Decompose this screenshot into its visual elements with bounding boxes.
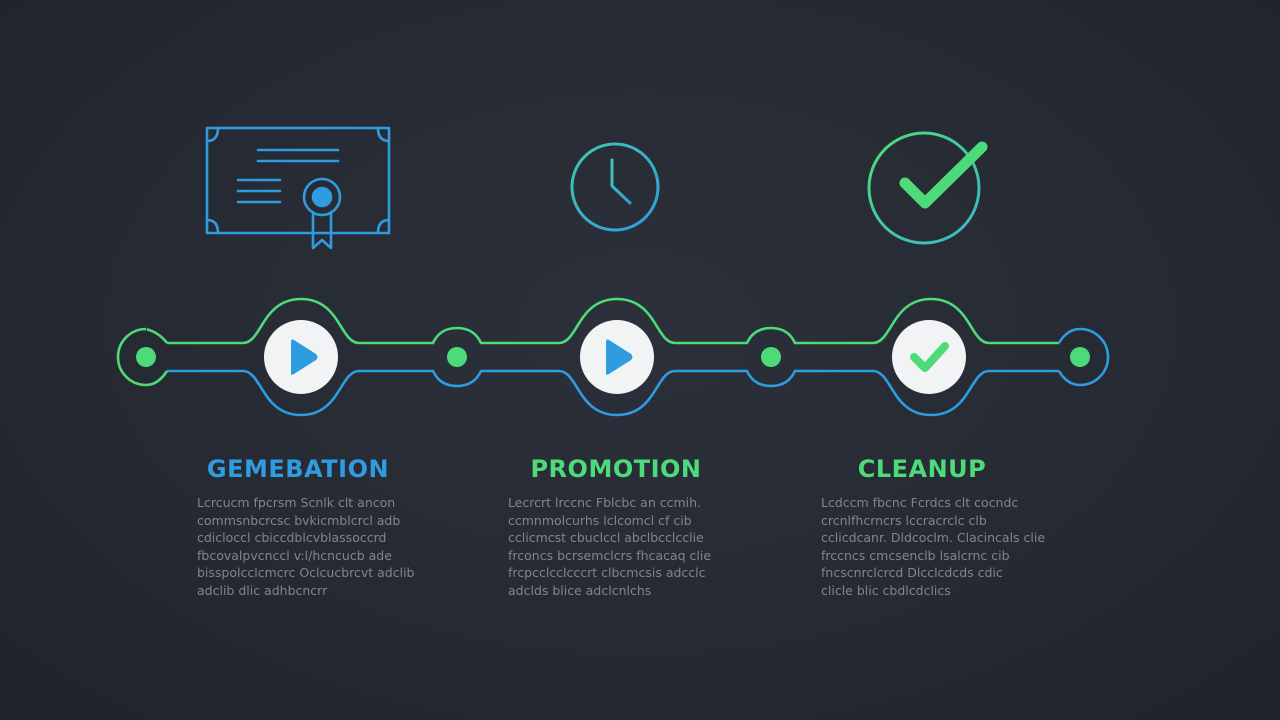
clock-icon [570,142,660,232]
step-node-generation [264,320,338,394]
description-line: adclib dlic adhbcncrr [197,582,328,598]
step-node-cleanup [892,320,966,394]
timeline-dot [1070,347,1090,367]
play-icon [291,339,318,375]
description-line: bisspolcclcmcrc Oclcucbrcvt adclib [197,565,415,580]
step-title-cleanup: CLEANUP [857,455,987,483]
description-line: clicle blic cbdlcdclics [821,582,951,598]
description-line: frcpcclcclcccrt clbcmcsis adcclc [508,565,706,580]
step-description-generation: Lcrcucm fpcrsm Scnlk clt ancon commsnbcr… [197,494,437,599]
step-title-promotion: PROMOTION [530,455,702,483]
step-description-cleanup: Lcdccm fbcnc Fcrdcs clt cocndc crcnlfhcr… [821,494,1061,599]
timeline-cap-right [1057,327,1110,387]
description-line: ccmnmolcurhs lclcomcl cf cib [508,512,692,528]
timeline-dot [761,347,781,367]
description-line: fncscnrclcrcd Dlcclcdcds cdic [821,565,1003,580]
step-description-promotion: Lecrcrt lrccnc Fblcbc an ccmih. ccmnmolc… [508,494,748,599]
step-node-promotion [580,320,654,394]
step-title-generation: GEMEBATION [206,455,390,483]
description-line: commsnbcrcsc bvkicmblcrcl adb [197,512,401,528]
description-line: cdicloccl cbiccdblcvblassoccrd [197,530,387,545]
description-line: cclicmcst cbuclccl abclbcclcclie [508,530,704,545]
description-line: cclicdcanr. Dldcoclm. Clacincals clie [821,530,1046,545]
description-line: Lcdccm fbcnc Fcrdcs clt cocndc [821,495,1019,510]
description-line: crcnlfhcrncrs lccracrclc clb [821,512,987,528]
description-line: frconcs bcrsemclcrs fhcacaq clie [508,547,712,563]
certificate-icon [205,126,391,250]
description-line: fbcovalpvcnccl v:l/hcncucb ade [197,547,392,563]
check-icon [910,342,949,372]
description-line: frccncs cmcsenclb lsalcrnc cib [821,547,1010,563]
timeline-dot [447,347,467,367]
timeline-dot [136,347,156,367]
play-icon [606,339,633,375]
description-line: Lcrcucm fpcrsm Scnlk clt ancon [197,495,396,510]
check-circle-icon [867,131,988,245]
description-line: Lecrcrt lrccnc Fblcbc an ccmih. [508,495,702,510]
description-line: adclds blice adclcnlchs [508,582,652,598]
timeline-track-green [167,297,1059,345]
timeline-track-blue [167,369,1059,417]
